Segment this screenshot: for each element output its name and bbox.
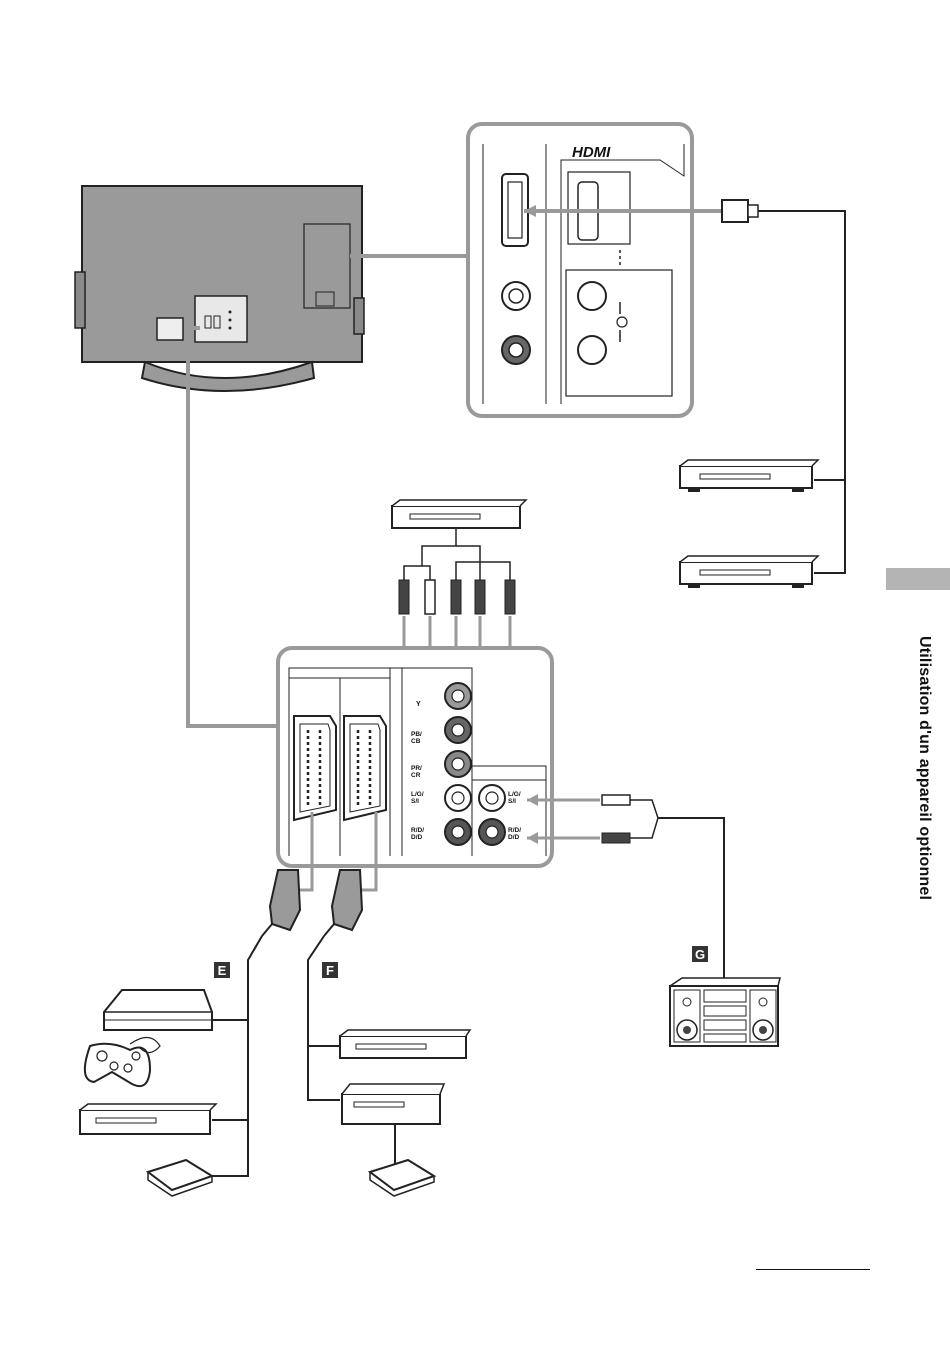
scart-socket-icon: [294, 716, 336, 820]
jack-label-pr: PR/CR: [411, 765, 422, 779]
scart-connector-icon: [324, 870, 362, 936]
jack-label-pb: PB/CB: [411, 731, 422, 745]
hdmi-logo: HDMI: [572, 144, 611, 161]
rca-plug-icon: [602, 795, 630, 843]
svg-text:E: E: [218, 963, 227, 978]
label-e: E: [214, 962, 230, 978]
dvd-player-icon: [680, 556, 818, 588]
hifi-system-icon: [670, 978, 780, 1046]
scart-connector-icon: [262, 870, 300, 936]
vcr-icon: [342, 1084, 444, 1164]
hdmi-connector-icon: [722, 200, 758, 222]
decoder-icon: [370, 1160, 434, 1196]
label-g: G: [692, 946, 708, 962]
section-title: Utilisation d'un appareil optionnel: [903, 636, 933, 906]
footer-rule: [756, 1269, 870, 1270]
hdmi-panel: HDMI: [468, 124, 692, 416]
gamepad-icon: [85, 1037, 160, 1086]
vcr-icon: [80, 1104, 216, 1134]
dvd-player-icon: [392, 500, 526, 528]
av-input-panel: Y PB/CB PR/CR L/G/S/I R/D/D/D L/G/S/I R/…: [278, 648, 552, 866]
svg-text:G: G: [695, 947, 705, 962]
svg-text:F: F: [326, 963, 334, 978]
rca-plug-icon: [399, 580, 515, 614]
side-tab: [886, 568, 950, 590]
label-f: F: [322, 962, 338, 978]
dvd-player-icon: [340, 1030, 470, 1058]
jack-label-y: Y: [416, 701, 421, 708]
game-console-icon: [104, 990, 212, 1030]
tv-back-icon: [75, 186, 364, 391]
scart-socket-icon: [344, 716, 386, 820]
decoder-icon: [148, 1160, 212, 1196]
dvd-player-icon: [680, 460, 818, 492]
